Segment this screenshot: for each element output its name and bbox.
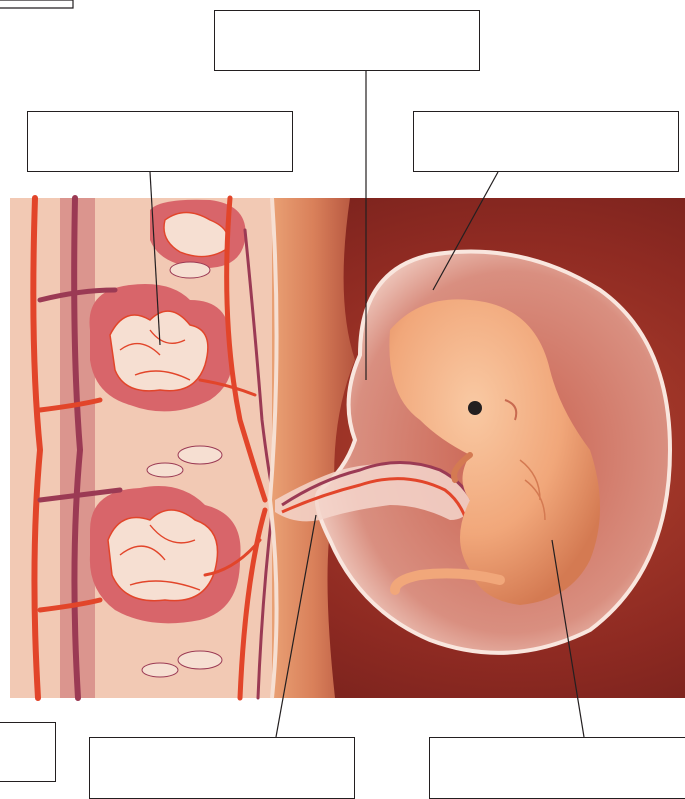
label-box-bottom-right [429, 737, 685, 799]
label-box-top-center [214, 10, 480, 71]
label-box-bottom-center [89, 737, 355, 799]
placental-tissue [10, 198, 272, 698]
illustration-panel [10, 198, 685, 698]
label-box-upper-left [27, 111, 293, 172]
label-box-upper-right [413, 111, 679, 172]
embryo-eye [468, 401, 482, 415]
label-box-top-left-partial [0, 0, 73, 8]
label-box-bottom-left-partial [0, 722, 56, 782]
